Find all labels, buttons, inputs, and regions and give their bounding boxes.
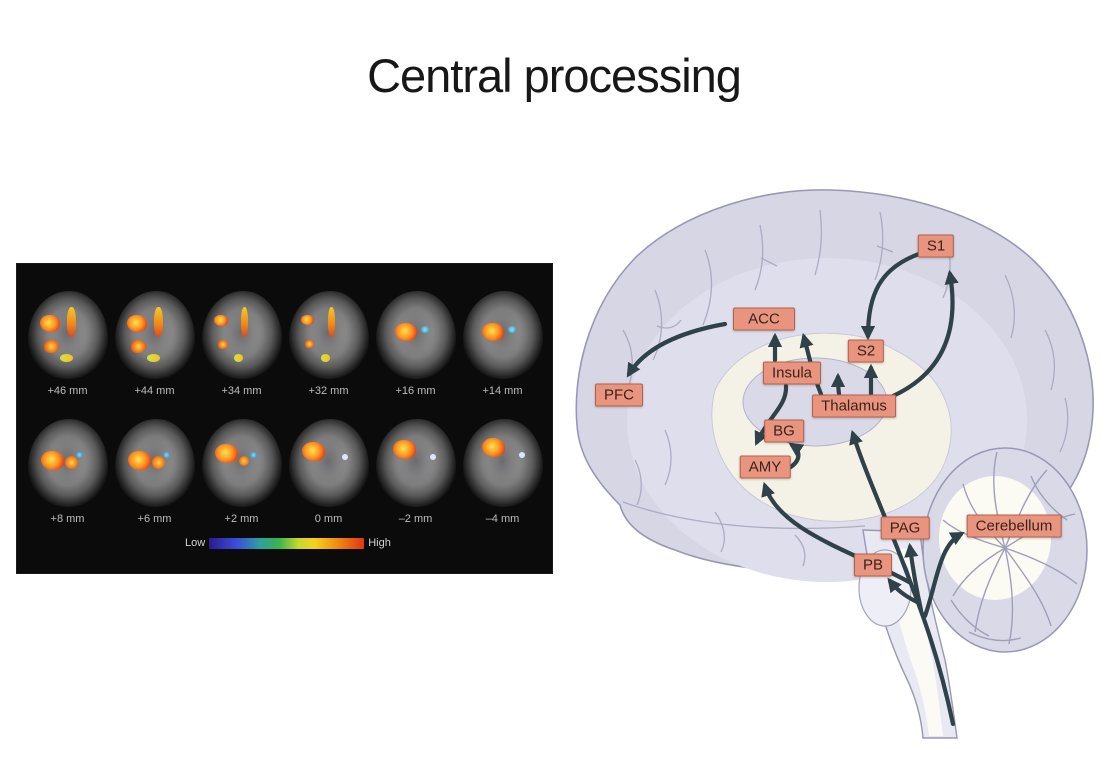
fmri-slice-label: +14 mm xyxy=(482,385,523,397)
brain-slice-image xyxy=(114,291,195,379)
fmri-slice-label: +34 mm xyxy=(221,385,262,397)
colorbar-high-label: High xyxy=(368,537,391,549)
fmri-row-1: +46 mm +44 mm +34 mm +32 mm +16 mm +14 m… xyxy=(17,291,552,398)
fmri-slice: +6 mm xyxy=(112,419,197,526)
fmri-slice-label: +46 mm xyxy=(47,385,88,397)
brain-slice-image xyxy=(114,419,195,507)
brain-slice-image xyxy=(27,291,108,379)
fmri-slice-label: –4 mm xyxy=(485,513,520,525)
brain-pathways-diagram: S1 ACC S2 Insula Thalamus PFC BG AMY PAG… xyxy=(565,180,1108,762)
brain-slice-image xyxy=(288,291,369,379)
node-bg: BG xyxy=(764,419,804,443)
brain-illustration xyxy=(575,189,1094,739)
node-thalamus: Thalamus xyxy=(812,394,896,418)
fmri-slice-label: +16 mm xyxy=(395,385,436,397)
fmri-row-2: +8 mm +6 mm +2 mm 0 mm –2 mm –4 mm xyxy=(17,419,552,526)
arrow-s1-to-s2 xyxy=(860,251,922,341)
fmri-slice: +32 mm xyxy=(286,291,371,398)
node-s2: S2 xyxy=(847,339,885,363)
brain-slice-image xyxy=(201,419,282,507)
slide-title: Central processing xyxy=(367,49,742,102)
brain-slice-image xyxy=(462,291,543,379)
fmri-slice-label: +2 mm xyxy=(224,513,259,525)
node-cerebellum: Cerebellum xyxy=(966,514,1062,538)
fmri-slice-label: +8 mm xyxy=(50,513,85,525)
fmri-slice-label: 0 mm xyxy=(314,513,343,525)
brain-slice-image xyxy=(375,291,456,379)
sulci-lines xyxy=(622,209,1069,567)
fmri-slice: –2 mm xyxy=(373,419,458,526)
arrow-acc-to-pfc xyxy=(626,321,728,378)
brain-slice-image xyxy=(27,419,108,507)
fmri-slice: +16 mm xyxy=(373,291,458,398)
fmri-panel: +46 mm +44 mm +34 mm +32 mm +16 mm +14 m… xyxy=(16,263,553,574)
fmri-slice: +46 mm xyxy=(25,291,110,398)
node-acc: ACC xyxy=(733,307,795,331)
arrow-ascending-to-thalamus xyxy=(849,429,956,727)
fmri-slice-label: +44 mm xyxy=(134,385,175,397)
fmri-slice-label: +6 mm xyxy=(137,513,172,525)
fmri-slice: +44 mm xyxy=(112,291,197,398)
arrow-ascending-to-cerebellum xyxy=(922,531,965,619)
colorbar: Low High xyxy=(185,537,391,549)
colorbar-low-label: Low xyxy=(185,537,206,549)
fmri-slice: –4 mm xyxy=(460,419,545,526)
node-pag: PAG xyxy=(880,516,930,540)
arrow-amy-to-bg xyxy=(786,442,805,471)
fmri-slice-label: –2 mm xyxy=(398,513,433,525)
fmri-slice: +14 mm xyxy=(460,291,545,398)
fmri-slice: +2 mm xyxy=(199,419,284,526)
node-pfc: PFC xyxy=(595,383,643,407)
arrow-thalamus-to-insula xyxy=(830,372,846,397)
brain-slice-image xyxy=(201,291,282,379)
arrow-thalamus-to-s1 xyxy=(890,269,959,399)
fmri-slice-label: +32 mm xyxy=(308,385,349,397)
brain-slice-image xyxy=(375,419,456,507)
fmri-slice: +34 mm xyxy=(199,291,284,398)
fmri-slice: +8 mm xyxy=(25,419,110,526)
brain-slice-image xyxy=(288,419,369,507)
fmri-slice: 0 mm xyxy=(286,419,371,526)
node-insula: Insula xyxy=(762,361,822,385)
node-pb: PB xyxy=(853,553,893,577)
node-amy: AMY xyxy=(739,455,791,479)
node-s1: S1 xyxy=(917,234,955,258)
colorbar-gradient xyxy=(209,537,365,549)
arrow-ascending-to-pb xyxy=(887,577,920,605)
brain-slice-image xyxy=(462,419,543,507)
arrow-ascending-to-pag xyxy=(904,542,924,613)
arrow-insula-to-amy xyxy=(754,383,789,446)
